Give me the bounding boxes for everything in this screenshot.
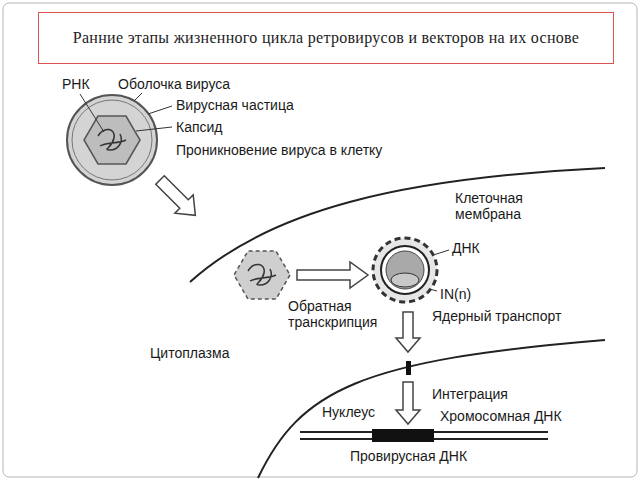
part-label: Интеграция [432, 386, 508, 402]
part-label: Хромосомная ДНК [440, 408, 562, 424]
title-box: Ранние этапы жизненного цикла ретровирус… [38, 12, 614, 64]
slide-frame [3, 3, 637, 477]
integration-arrow [396, 382, 420, 424]
part-label: Ядерный транспорт [432, 308, 561, 324]
virus-particle [67, 95, 157, 185]
preintegration-complex [373, 238, 437, 302]
part-label: Цитоплазма [150, 345, 229, 361]
part-label: IN(n) [440, 286, 471, 302]
part-label: Проникновение вируса в клетку [176, 142, 382, 158]
part-label: Нуклеус [322, 404, 375, 420]
part-label: Обратная транскрипция [288, 298, 398, 330]
nuclear-membrane [258, 340, 605, 478]
part-label: Вирусная частица [176, 97, 294, 113]
transcription-arrow [297, 262, 368, 288]
chromosome [300, 429, 548, 442]
nuclear-pore-bar [406, 361, 411, 375]
part-label: ДНК [452, 240, 480, 256]
part-label: Оболочка вируса [118, 76, 230, 92]
part-label: РНК [62, 76, 90, 92]
part-label: Капсид [176, 119, 223, 135]
part-label: Клеточная мембрана [455, 190, 555, 222]
slide-title: Ранние этапы жизненного цикла ретровирус… [73, 29, 579, 47]
capsid [234, 251, 290, 299]
part-label: Провирусная ДНК [350, 448, 467, 464]
transport-arrow [396, 312, 420, 352]
entry-arrow [151, 171, 205, 225]
